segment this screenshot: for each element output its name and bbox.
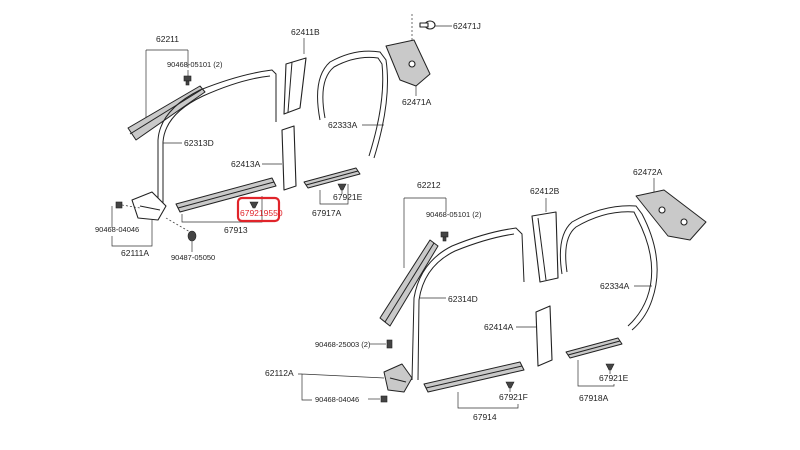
part-62314D-weatherstrip[interactable] — [411, 227, 525, 381]
label-67914[interactable]: 67914 — [473, 412, 497, 422]
part-62472A-trim[interactable] — [635, 189, 707, 241]
label-90468-04046-a[interactable]: 90468-04046 — [95, 225, 139, 234]
leader-62111A — [111, 220, 153, 247]
leader-62212 — [403, 197, 447, 268]
part-62313D-inner — [162, 75, 271, 210]
leader-clip-b-dash — [165, 217, 191, 233]
part-62472A-hole-b — [680, 218, 688, 226]
part-62334A-weatherstrip[interactable] — [559, 205, 658, 331]
label-62112A[interactable]: 62112A — [265, 368, 294, 378]
clip-90468-04046-b[interactable] — [380, 395, 388, 403]
leader-62112A — [298, 373, 385, 401]
part-67914-edge — [425, 365, 523, 389]
label-67917A[interactable]: 67917A — [312, 208, 342, 218]
callout-62211: 62211 — [145, 34, 189, 120]
part-62314D-inner — [417, 233, 515, 381]
label-62314D[interactable]: 62314D — [448, 294, 478, 304]
label-67913[interactable]: 67913 — [224, 225, 248, 235]
clip-67921F[interactable] — [505, 381, 515, 389]
part-62414A-garnish[interactable] — [535, 305, 553, 367]
label-67921F[interactable]: 67921F — [499, 392, 528, 402]
part-67917A-edge — [305, 170, 359, 186]
part-62472A-hole-a — [658, 206, 666, 214]
part-62471A-trim[interactable] — [385, 39, 431, 87]
part-62412B-edge — [537, 217, 547, 281]
screw-62471J[interactable] — [419, 20, 436, 30]
part-62313D-weatherstrip[interactable] — [157, 69, 277, 210]
part-62111A-cowl-trim[interactable] — [131, 191, 167, 221]
leader-clip-a-dash — [121, 204, 141, 209]
label-62413A[interactable]: 62413A — [231, 159, 261, 169]
clip-90468-05101-b[interactable] — [440, 231, 449, 242]
highlight-box-679219550 — [236, 196, 281, 223]
label-62471A[interactable]: 62471A — [402, 97, 432, 107]
label-62212[interactable]: 62212 — [417, 180, 441, 190]
label-90468-25003[interactable]: 90468-25003 (2) — [315, 340, 371, 349]
label-90487-05050[interactable]: 90487-05050 — [171, 253, 215, 262]
label-62334A[interactable]: 62334A — [600, 281, 630, 291]
part-62112A-edge — [389, 377, 407, 383]
clip-90468-05101-a — [183, 75, 192, 86]
leader-67918A — [577, 360, 615, 387]
clip-90468-04046-a[interactable] — [115, 201, 123, 209]
part-62112A-cowl-trim[interactable] — [383, 363, 413, 393]
label-62333A[interactable]: 62333A — [328, 120, 358, 130]
label-67918A[interactable]: 67918A — [579, 393, 609, 403]
clip-67921E-a[interactable] — [337, 183, 347, 191]
leader-67913 — [181, 196, 263, 223]
part-62413A-garnish[interactable] — [281, 125, 297, 191]
leader-67914 — [457, 392, 519, 409]
part-62412B-garnish[interactable] — [531, 211, 559, 283]
part-62334A-inner — [565, 211, 653, 327]
clip-679219550[interactable] — [249, 201, 259, 209]
leader-67917A — [319, 184, 349, 205]
label-90468-04046-b[interactable]: 90468-04046 — [315, 395, 359, 404]
label-62471J[interactable]: 62471J — [453, 21, 481, 31]
label-62211[interactable]: 62211 — [156, 34, 179, 44]
part-62471A-hole — [408, 60, 416, 68]
part-62333A-weatherstrip[interactable] — [317, 50, 388, 159]
clip-90468-25003[interactable] — [386, 339, 393, 349]
part-62333A-inner — [322, 56, 384, 157]
label-62411B[interactable]: 62411B — [291, 27, 320, 37]
label-679219550[interactable]: 679219550 — [240, 208, 283, 218]
label-62313D[interactable]: 62313D — [184, 138, 214, 148]
part-62411B-edge — [287, 61, 293, 113]
part-62111A-edge — [139, 205, 161, 211]
clip-67921E-b[interactable] — [605, 363, 615, 371]
label-67921E-b[interactable]: 67921E — [599, 373, 629, 383]
label-62414A[interactable]: 62414A — [484, 322, 514, 332]
clip-90487-05050[interactable] — [187, 230, 197, 242]
label-62111A[interactable]: 62111A — [121, 248, 149, 258]
part-62411B-garnish[interactable] — [283, 57, 307, 115]
label-62412B[interactable]: 62412B — [530, 186, 560, 196]
part-67918A-edge — [567, 340, 621, 356]
label-90468-05101-a[interactable]: 90468-05101 (2) — [167, 60, 223, 69]
label-62472A[interactable]: 62472A — [633, 167, 663, 177]
label-90468-05101-b[interactable]: 90468-05101 (2) — [426, 210, 482, 219]
leader-62211 — [145, 49, 189, 120]
part-62212-edge — [384, 242, 435, 323]
part-62211-edge — [129, 89, 202, 135]
part-67913-edge — [177, 181, 275, 209]
